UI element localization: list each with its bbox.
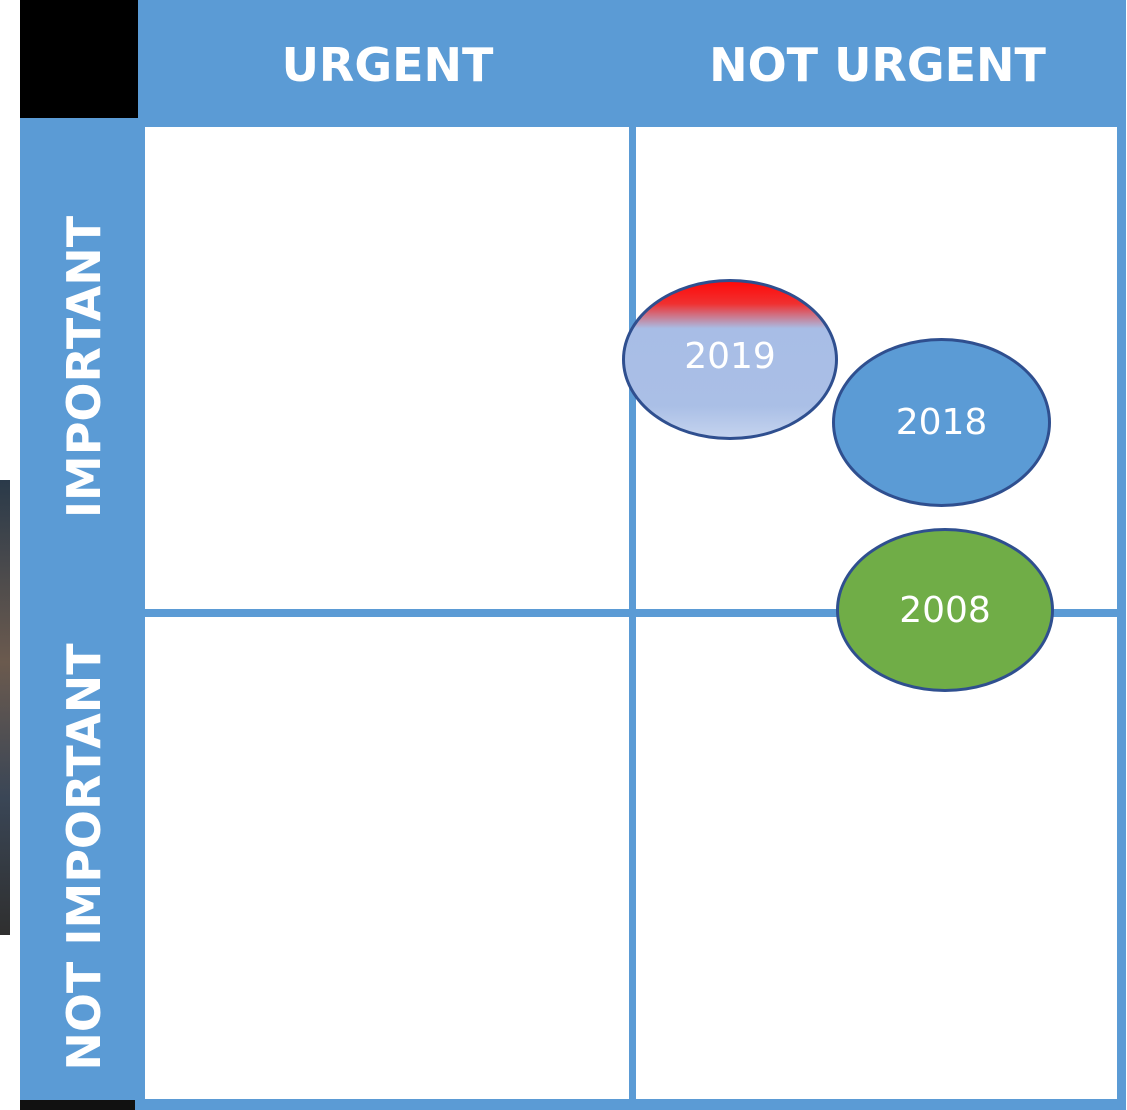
bubble-2008: 2008 xyxy=(836,528,1054,692)
bubble-2018: 2018 xyxy=(832,338,1051,507)
matrix-corner xyxy=(20,0,138,118)
row-header-important: IMPORTANT xyxy=(57,215,111,519)
bottom-dark-bar xyxy=(20,1100,135,1110)
row-header-not-important: NOT IMPORTANT xyxy=(57,643,111,1071)
column-header-urgent: URGENT xyxy=(281,38,494,92)
quadrant-urgent-important xyxy=(145,127,629,609)
background-gap xyxy=(0,935,20,947)
background-photo-edge xyxy=(0,480,10,935)
bubble-2019: 2019 xyxy=(622,279,838,440)
quadrant-not-urgent-not-important xyxy=(636,617,1117,1099)
column-header-not-urgent: NOT URGENT xyxy=(709,38,1046,92)
quadrant-urgent-not-important xyxy=(145,617,629,1099)
